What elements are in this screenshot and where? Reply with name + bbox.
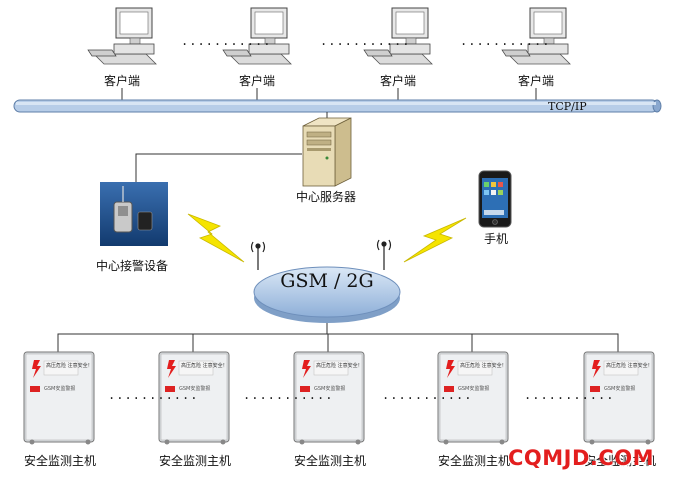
monitoring-host-icon: 高压危险 注意安全！ GSM安监警报 (157, 350, 233, 446)
phone-label: 手机 (484, 232, 509, 246)
client-label: 客户端 (517, 74, 554, 88)
host-label: 安全监测主机 (158, 454, 231, 468)
monitoring-host-icon: 高压危险 注意安全！ GSM安监警报 (22, 350, 98, 446)
host-label: 安全监测主机 (583, 454, 656, 468)
client-computer-icon (221, 6, 293, 70)
client-separator: ........... (460, 34, 551, 48)
svg-text:GSM安监警报: GSM安监警报 (179, 385, 210, 392)
watermark: CQMJD.COM (508, 446, 655, 470)
svg-text:GSM安监警报: GSM安监警报 (458, 385, 489, 392)
svg-text:高压危险 注意安全！: 高压危险 注意安全！ (606, 362, 653, 369)
client-label: 客户端 (379, 74, 416, 88)
svg-text:GSM安监警报: GSM安监警报 (604, 385, 635, 392)
bus-label: TCP/IP (548, 100, 587, 113)
host-label: 安全监测主机 (293, 454, 366, 468)
client-label: 客户端 (238, 74, 275, 88)
signal-bolt-left (187, 213, 245, 263)
svg-text:高压危险 注意安全！: 高压危险 注意安全！ (460, 362, 507, 369)
monitoring-host-icon: 高压危险 注意安全！ GSM安监警报 (436, 350, 512, 446)
client-separator: ........... (320, 34, 411, 48)
svg-text:高压危险 注意安全！: 高压危险 注意安全！ (46, 362, 93, 369)
client-computer-icon (86, 6, 158, 70)
gsm-network-icon (252, 256, 402, 326)
monitoring-host-icon: 高压危险 注意安全！ GSM安监警报 (582, 350, 658, 446)
client-label: 客户端 (103, 74, 140, 88)
server-icon (299, 116, 357, 188)
antenna-icon-right (376, 239, 392, 270)
client-separator: ........... (181, 34, 272, 48)
monitoring-host-icon: 高压危险 注意安全！ GSM安监警报 (292, 350, 368, 446)
alarm-receiver-icon (100, 182, 168, 246)
gsm-label: GSM / 2G (280, 270, 374, 292)
tcp-ip-bus (13, 99, 662, 113)
signal-bolt-right (403, 217, 467, 263)
client-computer-icon (362, 6, 434, 70)
svg-text:高压危险 注意安全！: 高压危险 注意安全！ (181, 362, 228, 369)
host-separator: ........... (243, 388, 334, 402)
mobile-phone-icon (478, 170, 512, 228)
host-separator: ........... (524, 388, 615, 402)
svg-text:高压危险 注意安全！: 高压危险 注意安全！ (316, 362, 363, 369)
antenna-icon-left (250, 241, 266, 270)
svg-text:GSM安监警报: GSM安监警报 (314, 385, 345, 392)
host-label: 安全监测主机 (23, 454, 96, 468)
host-separator: ........... (108, 388, 199, 402)
server-label: 中心服务器 (296, 190, 357, 204)
host-label: 安全监测主机 (437, 454, 510, 468)
host-separator: ........... (382, 388, 473, 402)
svg-text:GSM安监警报: GSM安监警报 (44, 385, 75, 392)
alarm-receiver-label: 中心接警设备 (96, 259, 169, 273)
client-computer-icon (500, 6, 572, 70)
